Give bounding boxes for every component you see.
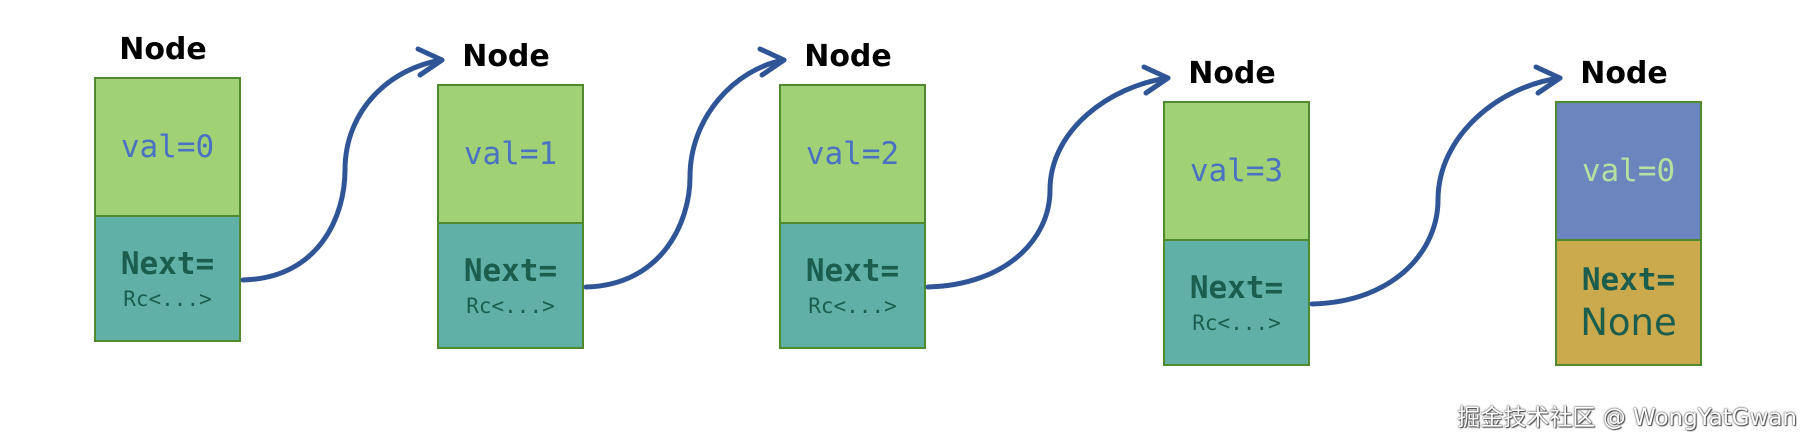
pointer-arrow [925,75,1171,290]
node-next-none: None [1580,300,1677,344]
node-title: Node [804,39,892,74]
node-next-pointer: Rc<...> [123,286,212,311]
node-next-cell: Next= Rc<...> [437,222,584,349]
node-val-text: val=1 [463,136,558,172]
node-title: Node [1188,56,1276,91]
node-next-label: Next= [463,252,558,289]
node-next-label: Next= [1189,269,1284,306]
pointer-arrow [240,57,445,283]
watermark: 掘金技术社区 @ WongYatGwan [1457,405,1797,431]
node-next-label: Next= [805,252,900,289]
node-title: Node [1580,56,1668,91]
node-next-cell: Next= Rc<...> [94,215,241,342]
node-title: Node [462,39,550,74]
node-val-cell: val=1 [437,84,584,224]
node-val-text: val=3 [1189,153,1284,189]
pointer-arrow-head [415,46,445,78]
node-val-text: val=0 [1581,153,1676,189]
node-next-cell: Next= None [1555,239,1702,366]
node-next-cell: Next= Rc<...> [779,222,926,349]
node-val-text: val=0 [120,129,215,165]
node-next-pointer: Rc<...> [466,293,555,318]
node-val-text: val=2 [805,136,900,172]
node-val-cell: val=3 [1163,101,1310,241]
pointer-arrow [583,57,787,290]
pointer-arrow-head [1533,64,1563,96]
node-next-pointer: Rc<...> [808,293,897,318]
pointer-arrow-head [1141,64,1171,96]
node-title: Node [119,32,207,67]
node-val-cell: val=0 [94,77,241,217]
node-next-pointer: Rc<...> [1192,310,1281,335]
pointer-arrow-head [757,46,787,78]
node-next-label: Next= [1581,261,1676,298]
pointer-arrow [1309,75,1563,307]
node-next-label: Next= [120,245,215,282]
node-next-cell: Next= Rc<...> [1163,239,1310,366]
node-val-cell: val=2 [779,84,926,224]
node-val-cell: val=0 [1555,101,1702,241]
